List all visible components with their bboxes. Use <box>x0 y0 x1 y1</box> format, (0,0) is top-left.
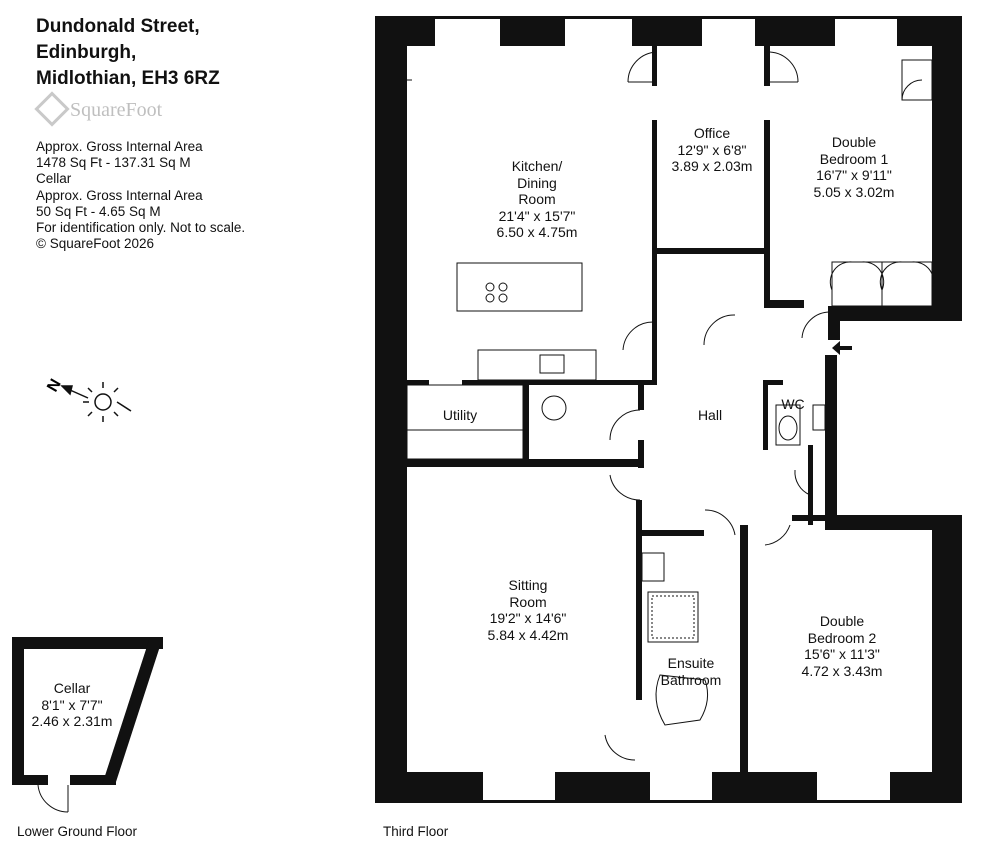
note-line: Approx. Gross Internal Area <box>36 187 203 203</box>
room-name: WC <box>781 396 805 412</box>
room-size-imperial: 19'2" x 14'6" <box>489 610 567 626</box>
room-label-wc: WC <box>781 396 804 413</box>
room-name: Bathroom <box>660 671 722 688</box>
brand-logo-text: SquareFoot <box>70 99 163 121</box>
room-name: Utility <box>442 407 478 423</box>
room-name: Double <box>831 134 877 150</box>
room-name: Kitchen/ <box>511 158 563 174</box>
room-name: Bedroom 1 <box>819 150 889 167</box>
room-size-metric: 4.72 x 3.43m <box>801 662 883 679</box>
room-size-metric: 3.89 x 2.03m <box>671 158 753 174</box>
room-name: Dining <box>517 174 557 191</box>
room-size-imperial: 21'4" x 15'7" <box>498 207 576 224</box>
room-size-metric: 5.84 x 4.42m <box>487 626 569 643</box>
floor-label-lower-ground: Lower Ground Floor <box>17 824 138 839</box>
room-size-metric: 5.05 x 3.02m <box>813 183 895 200</box>
room-name: Double <box>819 613 865 629</box>
room-label-hall: Hall <box>698 407 722 424</box>
note-line: 1478 Sq Ft - 137.31 Sq M <box>36 155 191 171</box>
room-name: Office <box>693 125 731 141</box>
cellar-door <box>37 784 69 813</box>
room-name: Ensuite <box>667 655 715 671</box>
room-label-ensuite: Ensuite Bathroom <box>661 655 722 688</box>
compass-north-letter: N <box>44 376 65 395</box>
cellar-plan <box>12 637 163 785</box>
room-label-bedroom-1: Double Bedroom 1 16'7" x 9'11" 5.05 x 3.… <box>814 134 895 200</box>
room-size-imperial: 12'9" x 6'8" <box>677 141 747 158</box>
room-size-imperial: 15'6" x 11'3" <box>804 646 880 662</box>
third-floor-plan <box>375 16 962 803</box>
room-name: Room <box>518 191 556 207</box>
room-size-imperial: 16'7" x 9'11" <box>816 167 892 183</box>
note-line: For identification only. Not to scale. <box>36 220 246 236</box>
room-size-imperial: 8'1" x 7'7" <box>41 696 103 713</box>
area-notes: Approx. Gross Internal Area 1478 Sq Ft -… <box>36 139 245 252</box>
room-name: Hall <box>697 407 723 423</box>
room-label-sitting-room: Sitting Room 19'2" x 14'6" 5.84 x 4.42m <box>488 577 569 643</box>
note-line: Approx. Gross Internal Area <box>36 139 203 154</box>
room-name: Room <box>509 593 547 610</box>
floor-label-third: Third Floor <box>383 824 449 839</box>
note-line: 50 Sq Ft - 4.65 Sq M <box>36 203 161 219</box>
property-address: Dundonald Street, Edinburgh, Midlothian,… <box>36 14 220 92</box>
room-size-metric: 6.50 x 4.75m <box>496 224 578 240</box>
address-line-3: Midlothian, EH3 6RZ <box>36 68 220 89</box>
compass-icon <box>60 382 132 422</box>
note-line: © SquareFoot 2026 <box>36 236 155 252</box>
address-line-1: Dundonald Street, <box>36 16 200 37</box>
third-floor-fixtures <box>406 51 935 761</box>
room-label-cellar: Cellar 8'1" x 7'7" 2.46 x 2.31m <box>32 680 113 730</box>
room-label-utility: Utility <box>443 407 477 424</box>
room-label-bedroom-2: Double Bedroom 2 15'6" x 11'3" 4.72 x 3.… <box>802 613 883 679</box>
room-name: Bedroom 2 <box>807 629 877 646</box>
note-line: Cellar <box>36 171 72 187</box>
room-name: Sitting <box>508 577 548 593</box>
address-line-2: Edinburgh, <box>36 42 137 63</box>
room-name: Cellar <box>53 680 91 696</box>
room-size-metric: 2.46 x 2.31m <box>31 713 113 729</box>
room-label-kitchen: Kitchen/ Dining Room 21'4" x 15'7" 6.50 … <box>497 158 578 241</box>
room-label-office: Office 12'9" x 6'8" 3.89 x 2.03m <box>672 125 753 175</box>
squarefoot-logo-icon <box>34 91 70 127</box>
entrance-arrow-icon <box>832 341 852 355</box>
